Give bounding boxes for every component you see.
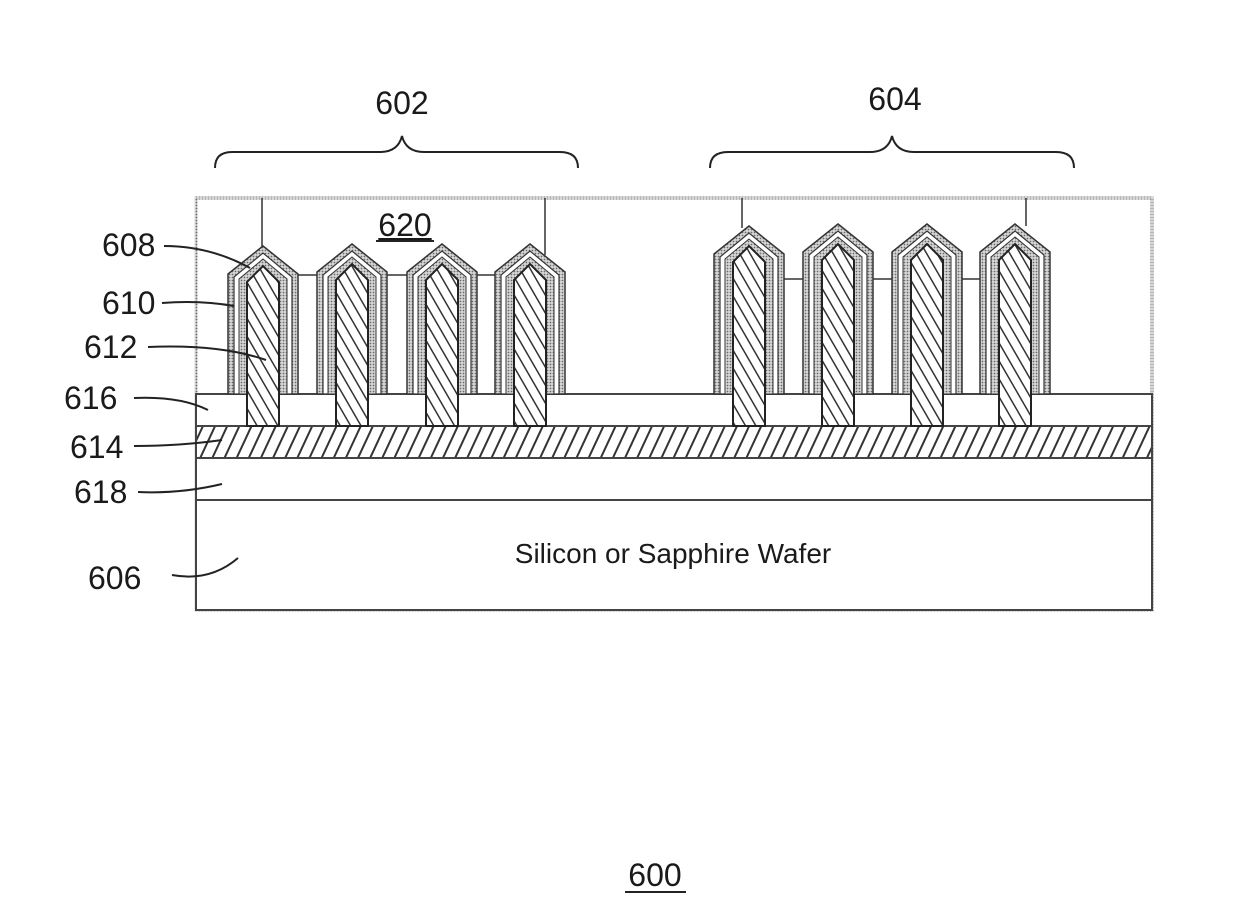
region-602-bracket [215,136,578,168]
label-618: 618 [74,474,127,510]
fin-right-2-core-612 [822,244,854,426]
layer-614 [196,426,1152,458]
region-604-bracket [710,136,1074,168]
fin-right-4-core-612 [999,244,1031,426]
label-606: 606 [88,560,141,596]
fin-left-4-core-612 [514,264,546,426]
fin-right-1-core-612 [733,246,765,426]
fin-left-3-core-612 [426,264,458,426]
label-616: 616 [64,380,117,416]
label-610: 610 [102,285,155,321]
fin-left-2-core-612 [336,264,368,426]
label-614: 614 [70,429,123,465]
fin-left-1-core-612 [247,266,279,426]
fin-right-3-core-612 [911,244,943,426]
gate-620-label: 620 [378,207,431,243]
layer-618 [196,458,1152,500]
region-602-label: 602 [375,85,428,121]
label-612: 612 [84,329,137,365]
region-604-label: 604 [868,81,921,117]
wafer-text: Silicon or Sapphire Wafer [515,538,831,569]
label-608: 608 [102,227,155,263]
figure-number: 600 [628,857,681,893]
